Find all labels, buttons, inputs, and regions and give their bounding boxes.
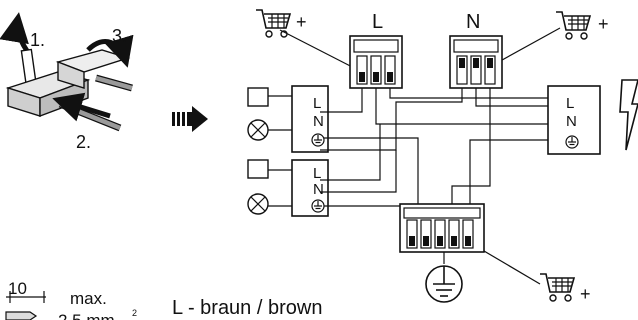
shopping-cart-icon xyxy=(540,273,576,302)
ground-symbol-icon xyxy=(425,265,463,303)
strip-length-value: 10 xyxy=(8,279,27,298)
cart-plus-1: + xyxy=(296,12,307,32)
strip-length-spec: 10 max. 2,5 mm 2 xyxy=(5,279,137,320)
lightning-bolt-icon xyxy=(619,79,638,151)
switch-icon xyxy=(247,87,269,107)
flow-arrow-icon xyxy=(172,106,208,132)
cross-section-exponent: 2 xyxy=(132,308,137,318)
box-lower-n-label: N xyxy=(313,181,324,198)
box-right-n-label: N xyxy=(566,113,577,130)
junction-box-right: L N xyxy=(547,85,601,155)
box-right-l-label: L xyxy=(566,95,574,112)
live-terminal-block xyxy=(349,35,403,89)
step3-arrow-icon xyxy=(86,34,134,68)
legend-line-1: L - braun / brown xyxy=(172,297,322,319)
box-lower-l-label: L xyxy=(313,165,321,182)
junction-box-lower: L N xyxy=(291,159,329,217)
step-3-label: 3. xyxy=(112,26,127,46)
max-label: max. xyxy=(70,289,107,308)
cart-plus-3: + xyxy=(580,284,591,304)
earth-icon xyxy=(565,135,579,149)
step2-arrow-icon xyxy=(52,92,111,122)
shopping-cart-icon xyxy=(556,11,592,40)
neutral-terminal-block xyxy=(449,35,503,89)
connector-illustration: 1. 2. 3. xyxy=(0,12,134,152)
box-upper-l-label: L xyxy=(313,95,321,112)
switch-icon xyxy=(247,159,269,179)
step-2-label: 2. xyxy=(76,132,91,152)
cart-plus-2: + xyxy=(598,14,609,34)
earth-icon xyxy=(311,199,325,213)
lamp-icon xyxy=(247,119,269,141)
neutral-terminal-label: N xyxy=(466,11,480,33)
earth-terminal-block xyxy=(399,203,485,253)
box-upper-n-label: N xyxy=(313,113,324,130)
earth-icon xyxy=(311,133,325,147)
live-terminal-label: L xyxy=(372,11,383,33)
lamp-icon xyxy=(247,193,269,215)
step-1-label: 1. xyxy=(30,30,45,50)
junction-box-upper: L N xyxy=(291,85,329,153)
cross-section-value: 2,5 mm xyxy=(58,311,115,320)
